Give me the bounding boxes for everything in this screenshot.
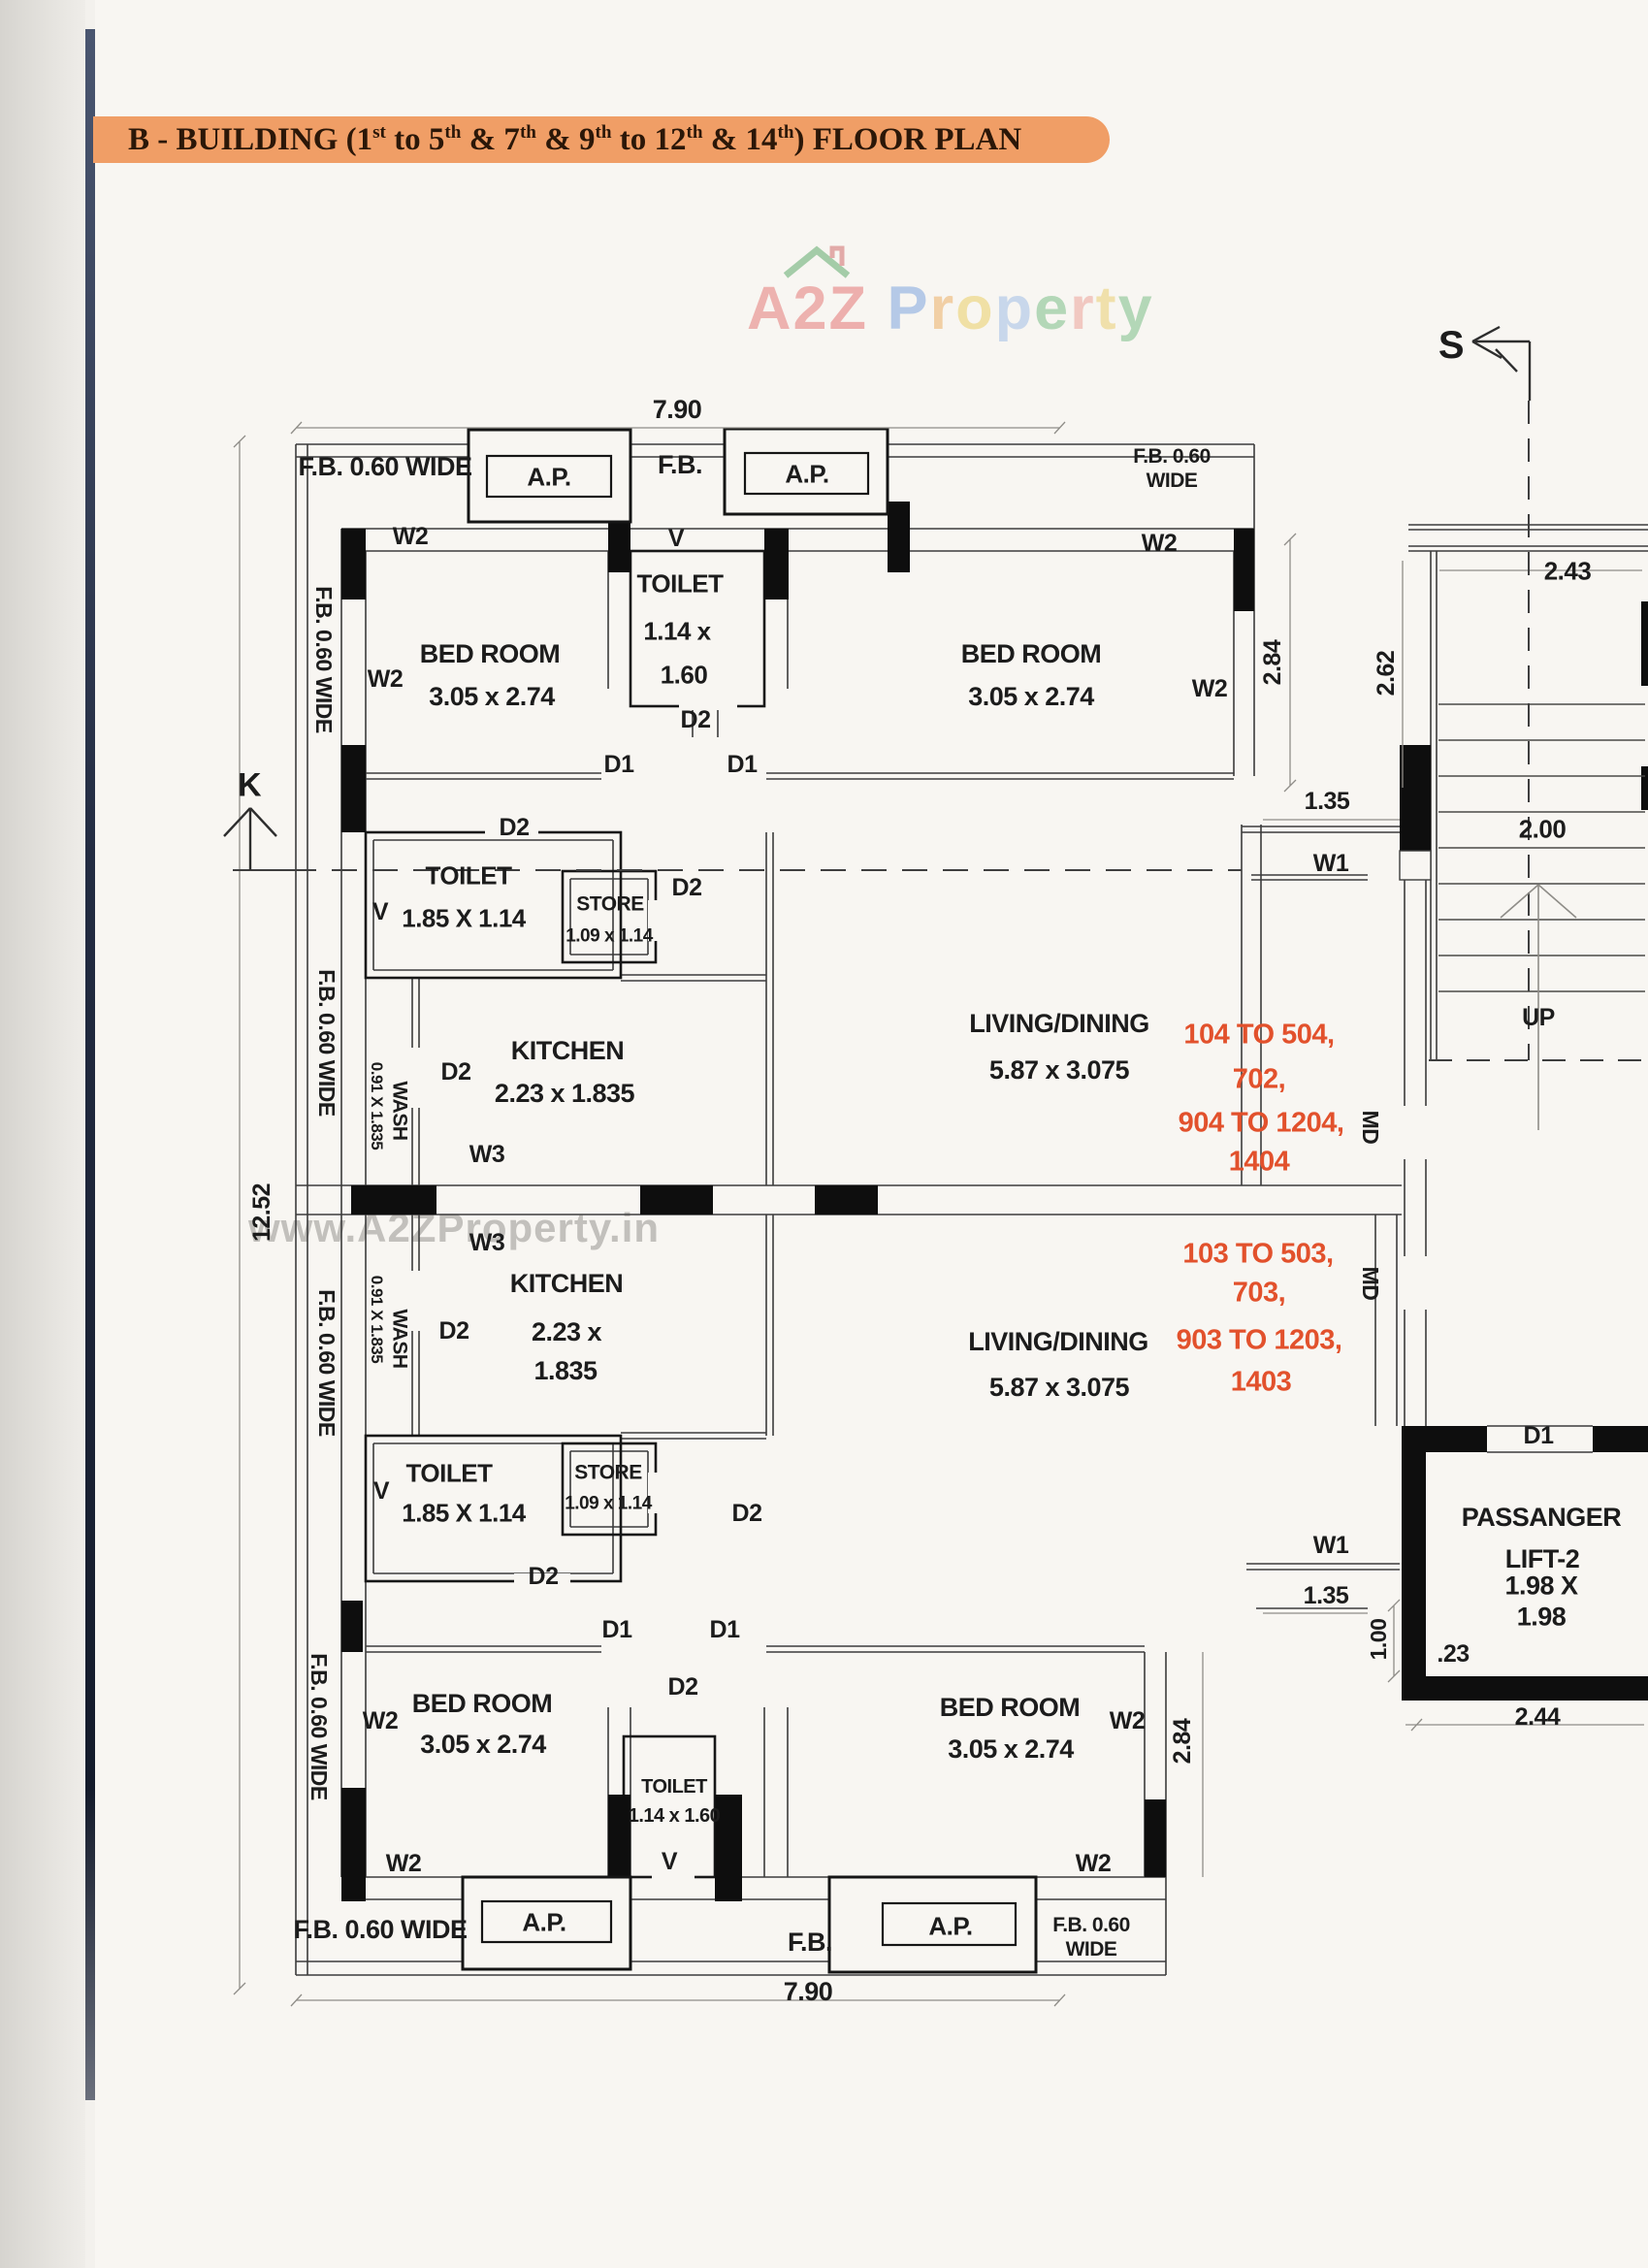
stair-up-arrow <box>1500 884 1577 1130</box>
watermark-url: www.A2ZProperty.in <box>248 1205 661 1250</box>
header-title: B - BUILDING (1st to 5th & 7th & 9th to … <box>128 121 1022 157</box>
window-gaps <box>1399 850 1432 881</box>
lift-door-lines <box>1487 1425 1593 1453</box>
page-edge-line <box>85 29 95 2100</box>
header-bar: B - BUILDING (1st to 5th & 7th & 9th to … <box>93 116 1110 163</box>
s-arrow-icon <box>1471 325 1532 401</box>
door-gaps <box>344 697 737 1882</box>
scanner-bed-edge <box>0 0 85 2268</box>
solid-walls <box>341 495 1648 1901</box>
watermark-roof-icon <box>783 245 851 278</box>
ap-boxes <box>461 427 1038 1974</box>
stair-treads <box>1438 703 1645 992</box>
k-arrow-icon <box>223 807 277 870</box>
dimension-lines <box>233 421 1644 2007</box>
wall-outlines <box>295 443 1648 1976</box>
section-lines <box>233 401 1648 1061</box>
watermark-logo: A2Z Property <box>747 275 1154 342</box>
